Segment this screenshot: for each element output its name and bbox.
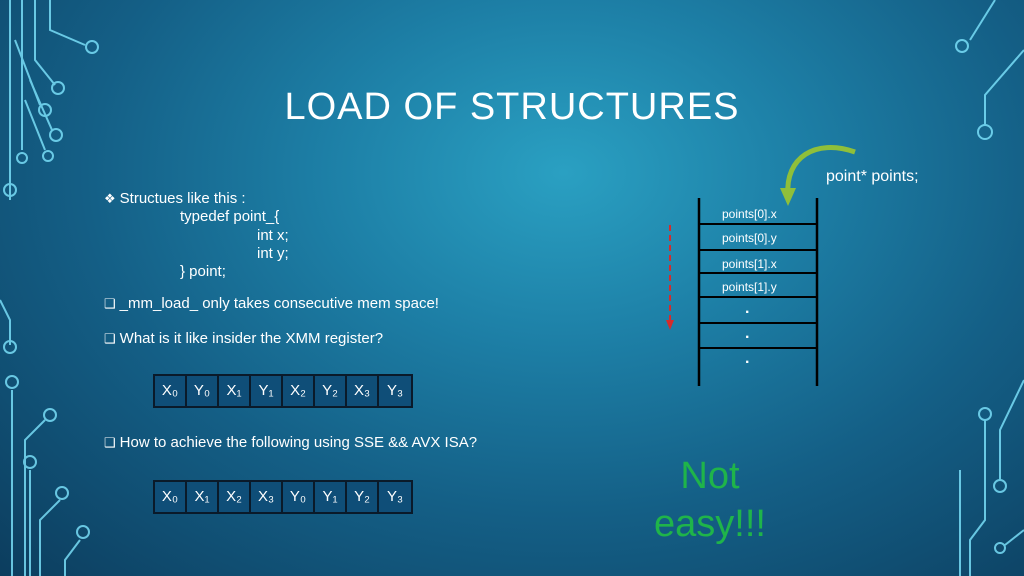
register-cell: X₁ [219, 376, 251, 406]
checkbox-bullet-icon: ❑ [104, 435, 116, 450]
stack-cell-label: points[0].x [722, 207, 777, 221]
slide-title: LOAD OF STRUCTURES [284, 86, 740, 128]
xmm-register-separated: X₀ X₁ X₂ X₃ Y₀ Y₁ Y₂ Y₃ [153, 480, 413, 514]
code-line: typedef point_{ [180, 208, 280, 225]
bullet-sse-avx: ❑How to achieve the following using SSE … [104, 434, 477, 451]
diamond-bullet-icon: ❖ [104, 191, 116, 206]
code-line: int y; [257, 245, 289, 262]
register-cell: Y₁ [315, 482, 347, 512]
curved-arrow-icon [785, 145, 856, 196]
bullet-xmm-text: What is it like insider the XMM register… [119, 330, 384, 347]
register-cell: X₃ [347, 376, 379, 406]
register-cell: X₂ [219, 482, 251, 512]
stack-cell-label: points[1].y [722, 280, 777, 294]
not-easy-note: Not easy!!! [650, 452, 770, 548]
checkbox-bullet-icon: ❑ [104, 331, 116, 346]
register-cell: Y₁ [251, 376, 283, 406]
stack-ellipsis: . [745, 300, 750, 317]
register-cell: X₀ [155, 482, 187, 512]
stack-ellipsis: . [745, 325, 750, 342]
bullet-xmm: ❑What is it like insider the XMM registe… [104, 330, 383, 347]
bullet-structs: ❖Structues like this : [104, 190, 246, 207]
pointer-label: point* points; [826, 168, 919, 185]
register-cell: Y₃ [386, 382, 404, 399]
register-cell: X₂ [283, 376, 315, 406]
code-line: int x; [257, 227, 289, 244]
stack-ellipsis: . [745, 350, 750, 367]
stack-cell-label: points[0].y [722, 231, 777, 245]
bullet-sse-avx-text: How to achieve the following using SSE &… [119, 434, 478, 451]
register-cell: Y₀ [283, 482, 315, 512]
register-cell: X₃ [251, 482, 283, 512]
checkbox-bullet-icon: ❑ [104, 296, 116, 311]
register-cell: Y₂ [315, 376, 347, 406]
stack-cell-label: points[1].x [722, 257, 777, 271]
curved-arrow-head-icon [780, 188, 796, 206]
register-cell: Y₂ [347, 482, 379, 512]
note-line: easy!!! [654, 503, 766, 545]
bullet-mm-load: ❑_mm_load_ only takes consecutive mem sp… [104, 295, 439, 312]
note-line: Not [680, 455, 740, 497]
bullet-mm-load-text: _mm_load_ only takes consecutive mem spa… [119, 295, 439, 312]
register-cell: Y₀ [187, 376, 219, 406]
bullet-structs-text: Structues like this : [119, 190, 246, 207]
register-cell: X₀ [155, 376, 187, 406]
memory-stack-diagram [666, 145, 856, 386]
register-cell: Y₃ [386, 488, 404, 505]
xmm-register-interleaved: X₀ Y₀ X₁ Y₁ X₂ Y₂ X₃ Y₃ [153, 374, 413, 408]
register-cell: X₁ [187, 482, 219, 512]
code-line: } point; [180, 263, 226, 280]
